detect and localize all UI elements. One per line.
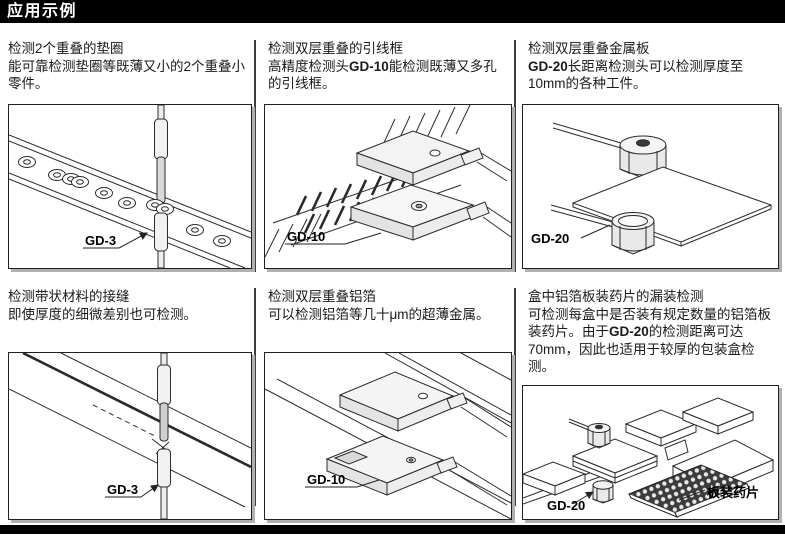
body-bold: GD-10 [349, 58, 389, 74]
panel-blister-text: 盒中铝箔板装药片的漏装检测 可检测每盒中是否装有规定数量的铝箔板装药片。由于GD… [528, 288, 778, 376]
page-title: 应用示例 [7, 3, 78, 20]
panel-title: 盒中铝箔板装药片的漏装检测 [528, 289, 704, 304]
callout-blister-label: 板装药片 [707, 485, 760, 500]
panel-bandseam-text: 检测带状材料的接缝 即使厚度的细微差别也可检测。 [8, 288, 250, 323]
callout-gd20-label: GD-20 [547, 498, 586, 513]
panel-washers-figure: GD-3 [8, 104, 252, 269]
bandseam-illustration [9, 353, 251, 519]
callout-leader [305, 479, 380, 488]
panel-title: 检测2个重叠的垫圈 [8, 41, 124, 56]
panel-blister-figure: GD-20 板装药片 [522, 385, 779, 520]
panel-foil-text: 检测双层重叠铝箔 可以检测铝箔等几十μm的超薄金属。 [268, 288, 510, 323]
washer-pair-on-probe [146, 199, 174, 215]
callout-leader [572, 489, 706, 505]
callout-leader [105, 484, 159, 498]
body-text: 可以检测铝箔等几十μm的超薄金属。 [268, 306, 490, 322]
page-bottom-rule [0, 525, 785, 534]
leadframe-illustration [265, 105, 511, 258]
body-text: 即使厚度的细微差别也可检测。 [8, 306, 197, 322]
metalplate-illustration [550, 122, 773, 255]
body-text: 长距离检测头可以检测厚度至10mm的各种工件。 [528, 58, 744, 92]
body-bold: GD-20 [528, 58, 568, 74]
panel-title: 检测双层重叠金属板 [528, 41, 650, 56]
callout-gd3-label: GD-3 [107, 482, 139, 497]
gd3-probe [154, 105, 168, 204]
panel-title: 检测带状材料的接缝 [8, 289, 130, 304]
panel-body: 可以检测铝箔等几十μm的超薄金属。 [268, 306, 510, 324]
gd10-sensor-lower [325, 435, 511, 506]
blister-illustration [523, 397, 775, 518]
callout-leader [83, 232, 148, 249]
gd20-sensor-upper [619, 135, 667, 179]
metal-plate [571, 166, 773, 247]
panel-body: GD-20长距离检测头可以检测厚度至10mm的各种工件。 [528, 58, 778, 93]
gd10-sensor-upper [338, 371, 511, 438]
panel-washers-text: 检测2个重叠的垫圈 能可靠检测垫圈等既薄又小的2个重叠小零件。 [8, 40, 250, 93]
column-divider [254, 40, 256, 272]
panel-metalplate-text: 检测双层重叠金属板 GD-20长距离检测头可以检测厚度至10mm的各种工件。 [528, 40, 778, 93]
panel-leadframe-text: 检测双层重叠的引线框 高精度检测头GD-10能检测既薄又多孔的引线框。 [268, 40, 510, 93]
panel-body: 可检测每盒中是否装有规定数量的铝箔板装药片。由于GD-20的检测距离可达70mm… [528, 306, 778, 376]
gd3-probe [157, 353, 171, 519]
callout-gd20-label: GD-20 [531, 231, 570, 246]
gd20-sensor-upper [568, 418, 611, 449]
panel-body: 即使厚度的细微差别也可检测。 [8, 306, 250, 324]
panel-metalplate-figure: GD-20 [522, 104, 779, 269]
washers-illustration [9, 105, 251, 268]
callout-gd3-label: GD-3 [85, 233, 117, 248]
column-divider [514, 288, 516, 506]
body-text: 高精度检测头 [268, 58, 349, 74]
foil-illustration [265, 353, 511, 519]
body-text: 能可靠检测垫圈等既薄又小的2个重叠小零件。 [8, 58, 246, 92]
column-divider [514, 40, 516, 272]
panel-body: 高精度检测头GD-10能检测既薄又多孔的引线框。 [268, 58, 510, 93]
callout-gd10-label: GD-10 [287, 229, 326, 244]
section-header-bar: 应用示例 [0, 0, 785, 23]
body-text: 能检测既薄又多孔的引线框。 [268, 58, 497, 92]
gd20-sensor-lower [611, 212, 655, 255]
panel-title: 检测双层重叠铝箔 [268, 289, 376, 304]
body-text: 可检测每盒中是否装有规定数量的铝箔板装药片。由于 [528, 306, 771, 340]
body-text: 的检测距离可达70mm，因此也适用于较厚的包装盒检测。 [528, 324, 755, 374]
panel-body: 能可靠检测垫圈等既薄又小的2个重叠小零件。 [8, 58, 250, 93]
callout-leader [580, 224, 611, 239]
panel-foil-figure: GD-10 [264, 352, 512, 520]
gd3-probe-lower [154, 212, 168, 268]
callout-leader [285, 232, 382, 245]
gd10-sensor-lower [349, 184, 511, 241]
body-bold: GD-20 [609, 324, 649, 339]
panel-title: 检测双层重叠的引线框 [268, 41, 403, 56]
panel-bandseam-figure: GD-3 [8, 352, 252, 520]
carton-boxes [523, 397, 755, 496]
blister-sheet [627, 464, 750, 518]
gd10-sensor-upper [355, 130, 511, 186]
column-divider [254, 288, 256, 506]
washers [18, 156, 231, 247]
gd20-sensor-lower [592, 480, 614, 504]
callout-gd10-label: GD-10 [307, 472, 346, 487]
panel-leadframe-figure: GD-10 [264, 104, 512, 269]
